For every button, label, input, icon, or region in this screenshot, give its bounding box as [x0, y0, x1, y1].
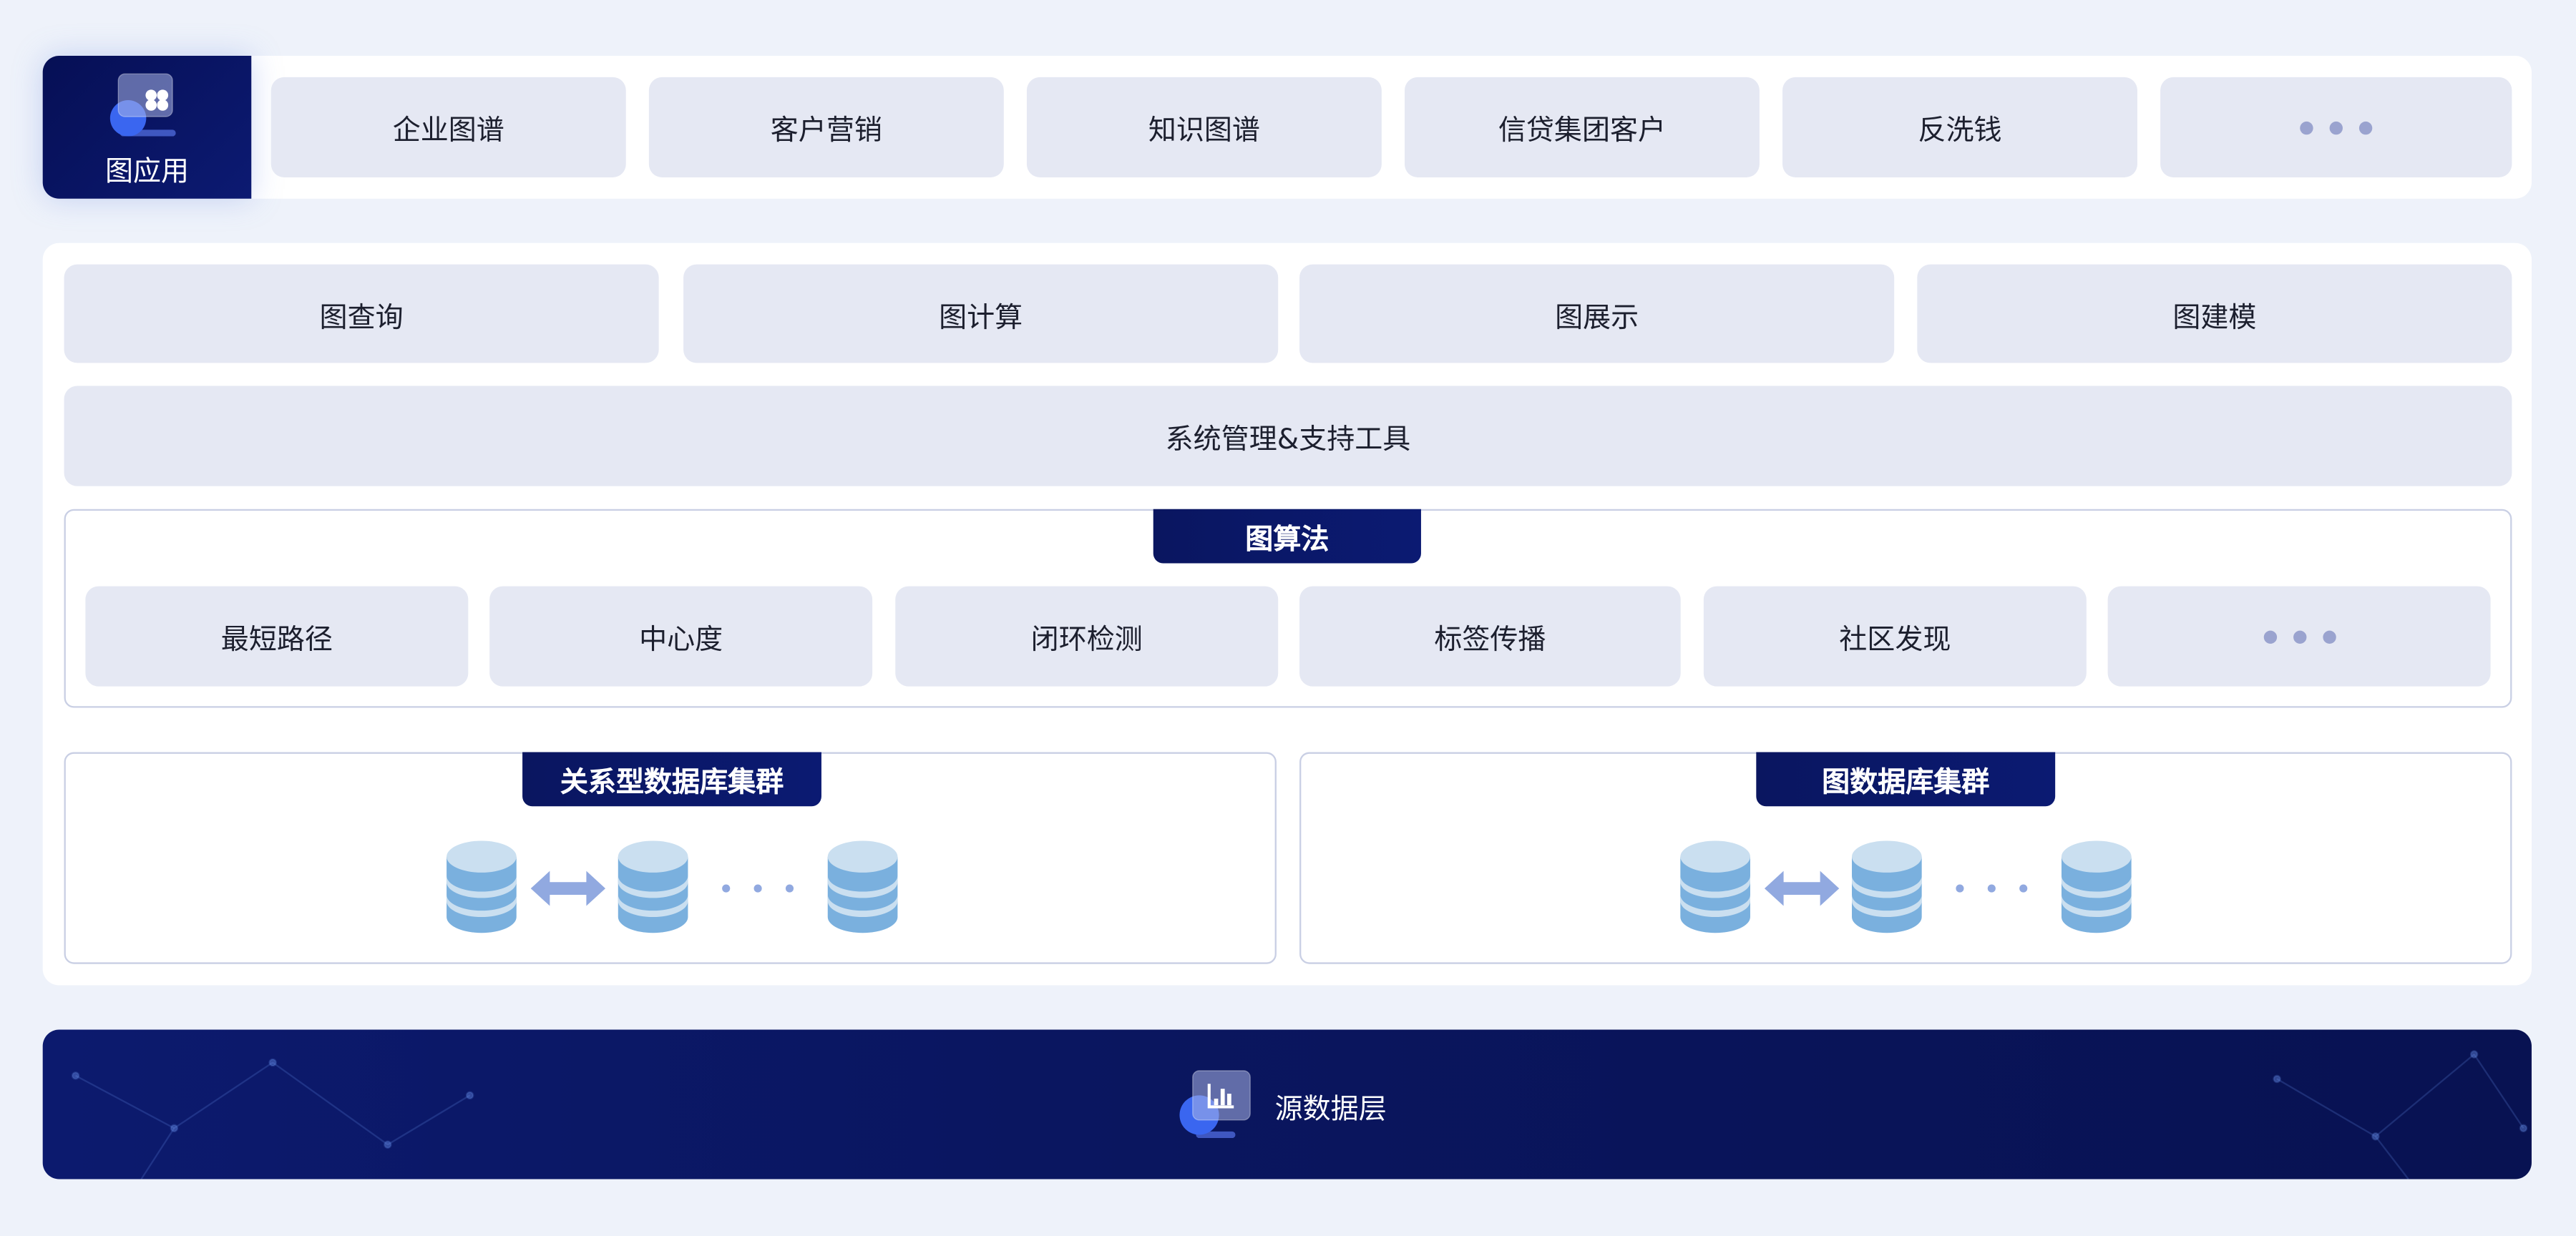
bidirectional-arrow-icon	[1764, 870, 1840, 906]
algo-community-detection[interactable]: 社区发现	[1703, 586, 2087, 687]
chart-monitor-icon	[1179, 1070, 1251, 1139]
database-icon	[2061, 840, 2132, 933]
graph-cluster-title: 图数据库集群	[1756, 752, 2056, 807]
algo-centrality[interactable]: 中心度	[489, 586, 873, 687]
algo-more[interactable]	[2107, 586, 2491, 687]
source-layer-title: 源数据层	[1274, 1094, 1387, 1127]
app-layer-title: 图应用	[104, 156, 190, 190]
source-data-layer: 源数据层	[42, 1029, 2532, 1179]
ellipsis-icon	[2263, 629, 2336, 643]
relational-cluster-title: 关系型数据库集群	[522, 752, 821, 807]
app-item-anti-money-laundering[interactable]: 反洗钱	[1782, 77, 2137, 177]
algo-shortest-path[interactable]: 最短路径	[85, 586, 469, 687]
database-icon	[447, 840, 517, 933]
app-item-customer-marketing[interactable]: 客户营销	[648, 77, 1004, 177]
database-icon	[1680, 840, 1750, 933]
algo-cycle-detection[interactable]: 闭环检测	[895, 586, 1279, 687]
app-item-credit-group[interactable]: 信贷集团客户	[1404, 77, 1760, 177]
system-management-tools[interactable]: 系统管理&支持工具	[64, 386, 2512, 486]
database-icon	[1852, 840, 1922, 933]
feature-graph-display[interactable]: 图展示	[1299, 264, 1895, 363]
ellipsis-icon	[1956, 884, 2028, 893]
app-item-enterprise-graph[interactable]: 企业图谱	[270, 77, 626, 177]
feature-graph-compute[interactable]: 图计算	[683, 264, 1279, 363]
feature-graph-modeling[interactable]: 图建模	[1917, 264, 2512, 363]
app-item-more[interactable]	[2160, 77, 2512, 177]
graph-db-group	[1680, 840, 2132, 933]
app-item-knowledge-graph[interactable]: 知识图谱	[1026, 77, 1382, 177]
ellipsis-icon	[2300, 120, 2373, 134]
bidirectional-arrow-icon	[530, 870, 606, 906]
database-icon	[827, 840, 898, 933]
database-icon	[618, 840, 688, 933]
network-background-decoration	[71, 1050, 2528, 1179]
ellipsis-icon	[722, 884, 794, 893]
algo-label-propagation[interactable]: 标签传播	[1299, 586, 1681, 687]
app-grid-icon	[109, 73, 176, 137]
feature-graph-query[interactable]: 图查询	[64, 264, 659, 363]
algorithms-title: 图算法	[1153, 509, 1421, 564]
app-layer-header: 图应用	[42, 56, 252, 199]
relational-db-group	[447, 840, 898, 933]
